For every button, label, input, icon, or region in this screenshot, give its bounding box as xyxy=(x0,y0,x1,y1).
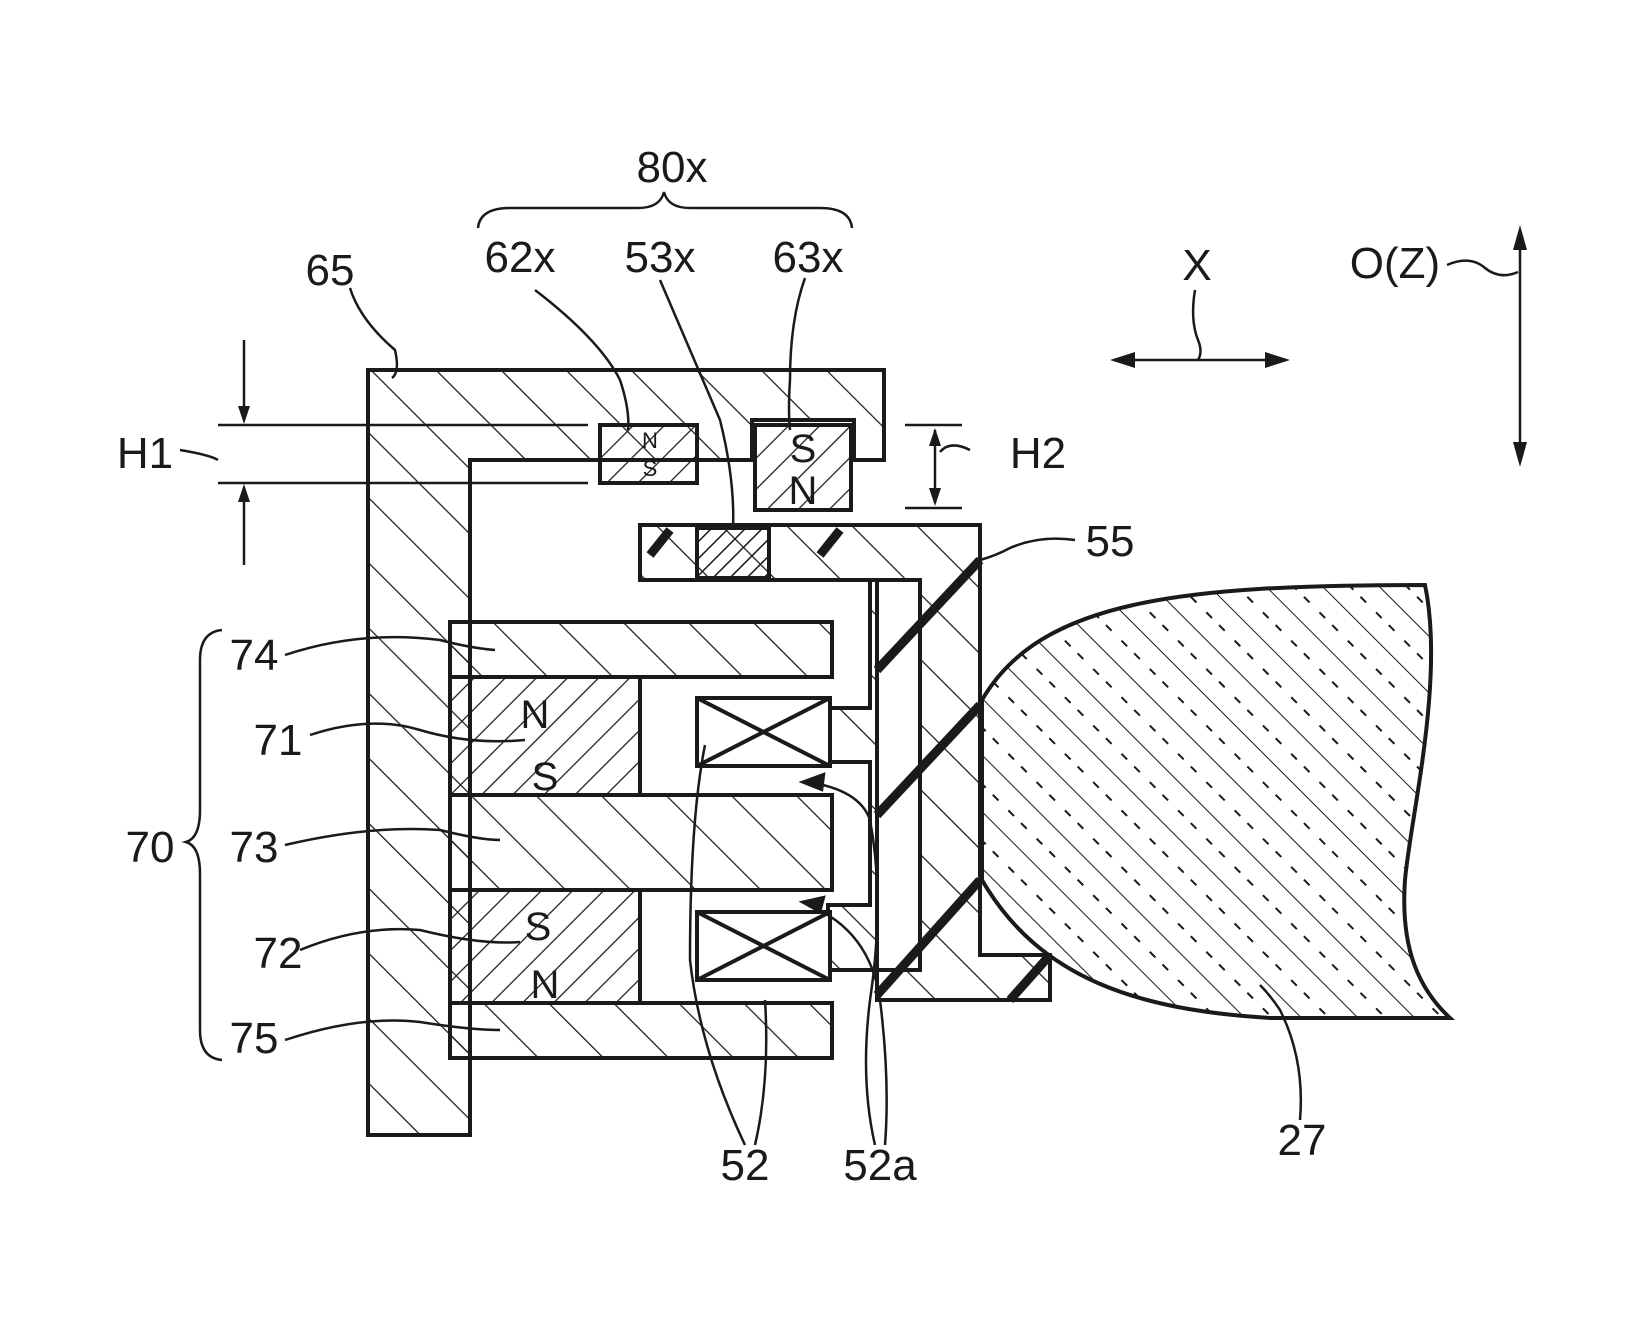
label-74: 74 xyxy=(230,631,279,680)
label-27: 27 xyxy=(1278,1116,1327,1165)
label-55: 55 xyxy=(1086,517,1135,566)
label-73: 73 xyxy=(230,823,279,872)
pole-71-bottom: S xyxy=(532,755,559,799)
label-72: 72 xyxy=(254,929,303,978)
pole-62x-bottom: S xyxy=(643,456,658,481)
yoke-75 xyxy=(450,1003,832,1058)
brace-70 xyxy=(186,630,222,1060)
pole-63x-bottom: N xyxy=(789,469,818,513)
coil-52-lower xyxy=(697,912,830,980)
coil-52-upper xyxy=(697,698,830,766)
pole-63x-top: S xyxy=(790,427,817,471)
lens-27 xyxy=(982,585,1450,1018)
label-H2: H2 xyxy=(1010,429,1066,478)
label-53x: 53x xyxy=(625,233,696,282)
label-63x: 63x xyxy=(773,233,844,282)
pole-71-top: N xyxy=(521,693,550,737)
pole-72-bottom: N xyxy=(531,963,560,1007)
optical-axis-arrow xyxy=(1447,225,1527,467)
element-53x xyxy=(697,528,769,578)
label-H1: H1 xyxy=(117,429,173,478)
label-52a: 52a xyxy=(843,1141,917,1190)
yoke-73 xyxy=(450,795,832,890)
pole-72-top: S xyxy=(525,905,552,949)
label-70: 70 xyxy=(126,823,175,872)
x-direction-arrow xyxy=(1110,290,1290,368)
label-52: 52 xyxy=(721,1141,770,1190)
label-X: X xyxy=(1182,241,1211,290)
yoke-74 xyxy=(450,622,832,677)
label-75: 75 xyxy=(230,1014,279,1063)
brace-80x xyxy=(478,192,852,228)
label-65: 65 xyxy=(306,246,355,295)
label-80x: 80x xyxy=(637,143,708,192)
pole-62x-top: N xyxy=(642,428,658,453)
h2-dimension xyxy=(905,425,962,508)
label-OZ: O(Z) xyxy=(1350,239,1440,288)
label-62x: 62x xyxy=(485,233,556,282)
label-71: 71 xyxy=(254,716,303,765)
